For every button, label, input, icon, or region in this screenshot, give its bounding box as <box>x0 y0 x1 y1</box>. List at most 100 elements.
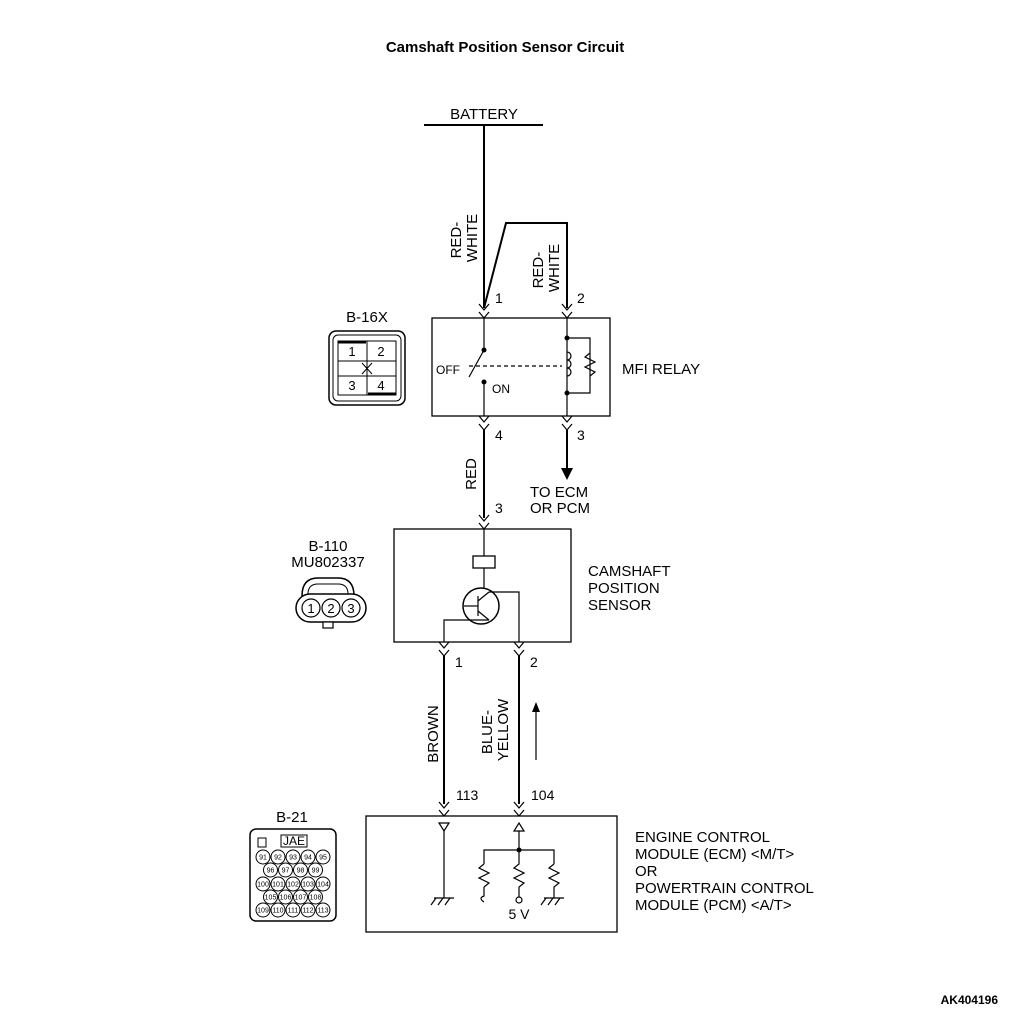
hall-element <box>472 555 496 569</box>
connector-pin-label: 112 <box>302 908 313 915</box>
battery: BATTERY <box>424 106 543 126</box>
transistor-symbol <box>462 587 500 625</box>
connector-pin-label: 113 <box>317 908 328 915</box>
to-ecm-line: OR PCM <box>530 500 590 517</box>
relay-connector: B-16X 1 2 3 4 <box>328 309 406 406</box>
ecm-name-line: POWERTRAIN CONTROL <box>635 880 814 897</box>
wire-label-brown: BROWN <box>425 705 442 763</box>
connector-pin-label: 100 <box>257 882 269 889</box>
connector-pin-circle <box>270 876 286 892</box>
connector-pin-label: 104 <box>317 882 329 889</box>
relay-connector-id: B-16X <box>346 309 388 326</box>
to-ecm-line: TO ECM <box>530 484 588 501</box>
relay-outputs: 4 3 TO ECM OR PCM RED 3 <box>463 415 592 530</box>
connector-pin-circle <box>293 889 308 905</box>
connector-pin: 1 <box>307 601 314 616</box>
connector-pin-label: 105 <box>265 895 277 902</box>
sensor-part-number: MU802337 <box>291 554 364 571</box>
connector-pin: 1 <box>348 344 355 359</box>
connector-pin-label: 102 <box>287 882 299 889</box>
wire-label-red-white-2: RED- WHITE <box>530 244 563 292</box>
connector-pin-label: 101 <box>272 882 284 889</box>
sensor-input-pin: 3 <box>495 500 503 516</box>
wire-label-line: WHITE <box>464 214 481 262</box>
wire-sensor-ecm: BROWN BLUE- YELLOW 113 104 <box>425 656 555 817</box>
connector-pin-label: 99 <box>312 868 320 875</box>
ecm-name-line: ENGINE CONTROL <box>635 829 770 846</box>
connector-pin-circle <box>315 876 331 892</box>
ecm-pin-113: 113 <box>456 787 479 803</box>
connector-pin-circle <box>285 849 301 865</box>
sensor-pin-2: 2 <box>530 654 538 670</box>
connector-pin: 2 <box>377 344 384 359</box>
diagram-title: Camshaft Position Sensor Circuit <box>386 39 624 56</box>
relay-pin-4: 4 <box>495 427 503 443</box>
wire-label-red: RED <box>463 458 480 490</box>
connector-pin-circle <box>308 862 323 878</box>
battery-label: BATTERY <box>450 106 518 123</box>
wire-label-blue-yellow: BLUE- YELLOW <box>479 698 512 761</box>
connector-pin-circle <box>300 902 316 918</box>
wire-label-line: WHITE <box>546 244 563 292</box>
connector-pin-circle <box>308 889 323 905</box>
connector-pin-circle <box>300 876 316 892</box>
sensor-connector: B-110 MU802337 1 2 3 <box>291 538 367 629</box>
ecm-name-line: MODULE (PCM) <A/T> <box>635 897 792 914</box>
connector-pin-circle <box>270 902 286 918</box>
connector-pin-circle <box>315 902 331 918</box>
connector-pin-label: 103 <box>302 882 314 889</box>
figure-code: AK404196 <box>941 993 999 1007</box>
connector-pin-circle <box>278 889 293 905</box>
connector-pin-circle <box>285 902 301 918</box>
wire-label-line: RED- <box>530 252 547 289</box>
connector-pin-label: 95 <box>319 855 327 862</box>
connector-pin-label: 98 <box>297 868 305 875</box>
connector-pin: 2 <box>327 601 334 616</box>
connector-pin-circle <box>255 902 271 918</box>
connector-pin-circle <box>300 849 316 865</box>
sensor-connector-id: B-110 <box>309 538 348 555</box>
connector-pin-label: 109 <box>257 908 269 915</box>
connector-pin-circle <box>263 889 278 905</box>
connector-pin: 3 <box>347 601 354 616</box>
sensor-pin-1: 1 <box>455 654 463 670</box>
wire-label-line: YELLOW <box>495 698 512 761</box>
ecm-box <box>365 815 618 933</box>
ecm-name: ENGINE CONTROL MODULE (ECM) <M/T> OR POW… <box>635 829 818 914</box>
connector-pin-label: 92 <box>274 855 282 862</box>
sensor-name-line: SENSOR <box>588 597 652 614</box>
ecm-module: 5 V ENGINE CONTROL MODULE (ECM) <M/T> OR… <box>365 815 818 933</box>
sensor-name: CAMSHAFT POSITION SENSOR <box>588 563 674 614</box>
connector-pin-circle <box>270 849 286 865</box>
connector-pin-label: 91 <box>259 855 267 862</box>
ecm-supply-voltage: 5 V <box>508 906 530 922</box>
connector-pin: 3 <box>348 378 355 393</box>
wire-label-red-white-1: RED- WHITE <box>448 214 481 262</box>
ecm-connector-id: B-21 <box>276 809 308 826</box>
relay-box <box>431 317 611 417</box>
sensor-box <box>393 528 572 643</box>
connector-pin-label: 107 <box>295 895 307 902</box>
connector-pin-label: 111 <box>288 908 299 915</box>
wire-label-line: BLUE- <box>479 710 496 754</box>
camshaft-sensor: CAMSHAFT POSITION SENSOR 1 2 <box>393 528 674 670</box>
signal-direction-arrow-icon <box>532 702 540 712</box>
sensor-name-line: CAMSHAFT <box>588 563 670 580</box>
relay-pin-1: 1 <box>495 290 503 306</box>
connector-pin-circle <box>263 862 278 878</box>
mfi-relay: OFF ON MFI RELAY <box>431 317 700 417</box>
connector-pin-circle <box>293 862 308 878</box>
connector-pin: 4 <box>377 378 384 393</box>
relay-name: MFI RELAY <box>622 361 700 378</box>
relay-pin-2: 2 <box>577 290 585 306</box>
connector-pin-circle <box>255 876 271 892</box>
connector-pin-label: 106 <box>280 895 292 902</box>
switch-off-label: OFF <box>436 363 460 377</box>
to-ecm-label: TO ECM OR PCM <box>530 484 592 517</box>
switch-on-label: ON <box>492 382 510 396</box>
wire-battery-relay: RED- WHITE RED- WHITE 1 2 <box>448 125 585 319</box>
ecm-name-line: OR <box>635 863 658 880</box>
sensor-name-line: POSITION <box>588 580 660 597</box>
